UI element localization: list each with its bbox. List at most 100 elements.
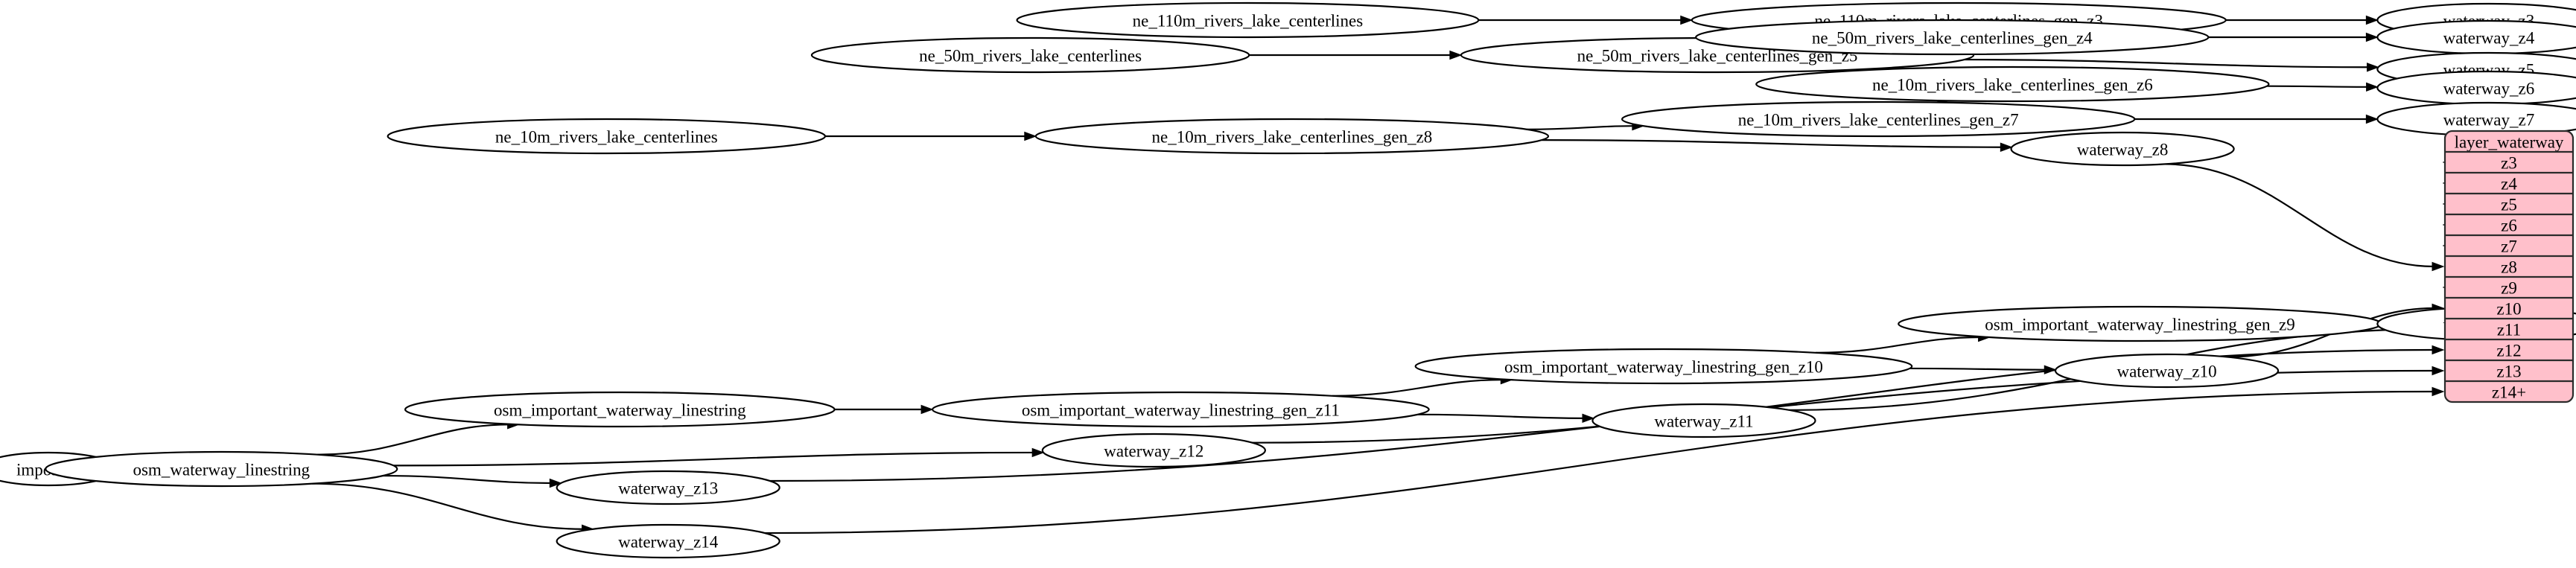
record-row-z5[interactable]: z5	[2501, 196, 2517, 214]
node-label: ne_10m_rivers_lake_centerlines_gen_z6	[1872, 76, 2153, 95]
record-node-layer: layer_waterway z3 z4 z5 z6 z7 z8 z9 z10 z11 z12 z13…	[2443, 130, 2575, 403]
node-label: waterway_z11	[1654, 412, 1753, 431]
node-osm_important_waterway_linestring_gen_z11[interactable]: osm_important_waterway_linestring_gen_z1…	[931, 391, 1430, 428]
edge-waterway_z14-to-layer_waterway_z14_	[764, 390, 2435, 535]
record-row-z10[interactable]: z10	[2496, 300, 2521, 319]
node-osm_important_waterway_linestring[interactable]: osm_important_waterway_linestring	[404, 391, 836, 428]
node-waterway_z8[interactable]: waterway_z8	[2010, 131, 2235, 167]
node-ellipse	[45, 450, 398, 488]
arrow-head	[2365, 32, 2379, 42]
record-row-z8[interactable]: z8	[2501, 258, 2517, 277]
record-row-z12[interactable]: z12	[2496, 342, 2521, 360]
record-row-z4[interactable]: z4	[2501, 175, 2517, 194]
node-ellipse	[931, 391, 1430, 428]
node-label: ne_50m_rivers_lake_centerlines_gen_z4	[1812, 29, 2093, 48]
edge-ne_50m_rivers_lake_centerlines_gen_z5-to-waterway_z5	[1964, 58, 2369, 68]
node-ellipse	[404, 391, 836, 428]
node-label: ne_10m_rivers_lake_centerlines	[495, 128, 718, 147]
record-outline	[2443, 130, 2575, 403]
edge-ne_10m_rivers_lake_centerlines_gen_z8-to-ne_10m_rivers_lake_centerlines_gen_z7	[1527, 125, 1634, 130]
edge-osm_important_waterway_linestring_gen_z11-to-osm_important_waterway_linestring_gen_z10	[1332, 379, 1503, 397]
node-label: ne_10m_rivers_lake_centerlines_gen_z7	[1738, 111, 2019, 130]
node-waterway_z11[interactable]: waterway_z11	[1591, 403, 1816, 438]
node-ellipse	[1414, 348, 1913, 385]
node-waterway_z7[interactable]: waterway_z7	[2376, 101, 2576, 137]
edge-ne_10m_rivers_lake_centerlines_gen_z8-to-waterway_z8	[1542, 139, 2003, 148]
node-waterway_z12[interactable]: waterway_z12	[1041, 433, 1266, 468]
node-ellipse	[1591, 403, 1816, 438]
edge-waterway_z8-to-layer_waterway_z8	[2163, 163, 2435, 268]
arrow-head	[2432, 386, 2445, 397]
node-ellipse	[556, 523, 780, 559]
record-node-layer_waterway: layer_waterway z3 z4 z5 z6 z7 z8 z9 z10 z11 z12 z13…	[2443, 130, 2575, 403]
arrow-head	[2432, 366, 2445, 376]
edge-osm_waterway_linestring-to-osm_important_waterway_linestring	[317, 424, 509, 456]
node-label: osm_important_waterway_linestring_gen_z1…	[1504, 358, 1823, 377]
record-row-z6[interactable]: z6	[2501, 217, 2517, 235]
node-label: waterway_z10	[2117, 363, 2216, 381]
node-ellipse	[2054, 353, 2280, 389]
node-label: ne_50m_rivers_lake_centerlines	[919, 47, 1142, 66]
node-ellipse	[1621, 100, 2136, 138]
record-title: layer_waterway	[2455, 133, 2564, 152]
node-label: waterway_z12	[1104, 442, 1203, 461]
record-row-z13[interactable]: z13	[2496, 363, 2521, 381]
arrow-head	[1449, 50, 1463, 60]
node-osm_important_waterway_linestring_gen_z9[interactable]: osm_important_waterway_linestring_gen_z9	[1898, 305, 2382, 342]
record-row-z11[interactable]: z11	[2497, 321, 2521, 339]
node-label: ne_10m_rivers_lake_centerlines_gen_z8	[1151, 128, 1432, 147]
node-ellipse	[810, 36, 1250, 74]
edge-osm_waterway_linestring-to-waterway_z12	[393, 451, 1034, 467]
edge-osm_waterway_linestring-to-waterway_z14	[312, 482, 584, 530]
node-label: osm_waterway_linestring	[133, 461, 310, 479]
node-ne_10m_rivers_lake_centerlines_gen_z8[interactable]: ne_10m_rivers_lake_centerlines_gen_z8	[1034, 118, 1550, 155]
arrow-head	[2432, 261, 2445, 272]
node-ne_110m_rivers_lake_centerlines[interactable]: ne_110m_rivers_lake_centerlines	[1016, 1, 1480, 39]
arrow-head	[2365, 114, 2379, 124]
node-ellipse	[2010, 131, 2235, 167]
node-ne_10m_rivers_lake_centerlines[interactable]: ne_10m_rivers_lake_centerlines	[387, 118, 827, 155]
edge-osm_important_waterway_linestring_gen_z10-to-waterway_z10	[1909, 367, 2047, 371]
node-ne_10m_rivers_lake_centerlines_gen_z6[interactable]: ne_10m_rivers_lake_centerlines_gen_z6	[1755, 66, 2270, 103]
node-ellipse	[1755, 66, 2270, 103]
record-row-z9[interactable]: z9	[2501, 279, 2517, 298]
node-label: osm_important_waterway_linestring	[494, 401, 746, 420]
node-ellipse	[1041, 433, 1266, 468]
node-waterway_z10[interactable]: waterway_z10	[2054, 353, 2280, 389]
arrow-head	[2365, 15, 2379, 25]
node-waterway_z13[interactable]: waterway_z13	[556, 470, 780, 505]
node-label: osm_important_waterway_linestring_gen_z9	[1985, 316, 2294, 334]
node-label: waterway_z8	[2077, 141, 2169, 159]
arrow-head	[1031, 447, 1045, 458]
node-ellipse	[1034, 118, 1550, 155]
arrow-head	[2366, 82, 2379, 92]
node-waterway_z14[interactable]: waterway_z14	[556, 523, 780, 559]
record-row-z7[interactable]: z7	[2501, 237, 2517, 256]
node-ellipse	[1695, 19, 2210, 56]
edge-ne_10m_rivers_lake_centerlines_gen_z6-to-waterway_z6	[2267, 85, 2368, 88]
record-row-z14+[interactable]: z14+	[2492, 383, 2526, 402]
arrow-head	[1024, 131, 1037, 141]
node-label: ne_110m_rivers_lake_centerlines	[1133, 12, 1364, 31]
arrow-head	[1680, 15, 1694, 25]
edge-waterway_z12-to-layer_waterway_z12	[1252, 348, 2435, 444]
node-label: waterway_z6	[2443, 80, 2535, 98]
node-label: waterway_z7	[2443, 111, 2535, 130]
node-ellipse	[1016, 1, 1480, 39]
arrow-head	[2000, 142, 2013, 152]
edge-osm_important_waterway_linestring_gen_z10-to-osm_important_waterway_linestring_gen_z9	[1815, 336, 1980, 354]
node-osm_waterway_linestring[interactable]: osm_waterway_linestring	[45, 450, 398, 488]
node-ne_50m_rivers_lake_centerlines_gen_z4[interactable]: ne_50m_rivers_lake_centerlines_gen_z4	[1695, 19, 2210, 56]
arrow-head	[1582, 413, 1595, 424]
record-row-z3[interactable]: z3	[2501, 154, 2517, 173]
node-ne_50m_rivers_lake_centerlines[interactable]: ne_50m_rivers_lake_centerlines	[810, 36, 1250, 74]
arrow-head	[2367, 63, 2379, 72]
node-osm_important_waterway_linestring_gen_z10[interactable]: osm_important_waterway_linestring_gen_z1…	[1414, 348, 1913, 385]
edge-osm_important_waterway_linestring_gen_z11-to-waterway_z11	[1417, 413, 1585, 419]
node-waterway_z6[interactable]: waterway_z6	[2376, 70, 2576, 106]
node-waterway_z4[interactable]: waterway_z4	[2376, 19, 2576, 55]
node-ne_10m_rivers_lake_centerlines_gen_z7[interactable]: ne_10m_rivers_lake_centerlines_gen_z7	[1621, 100, 2136, 138]
